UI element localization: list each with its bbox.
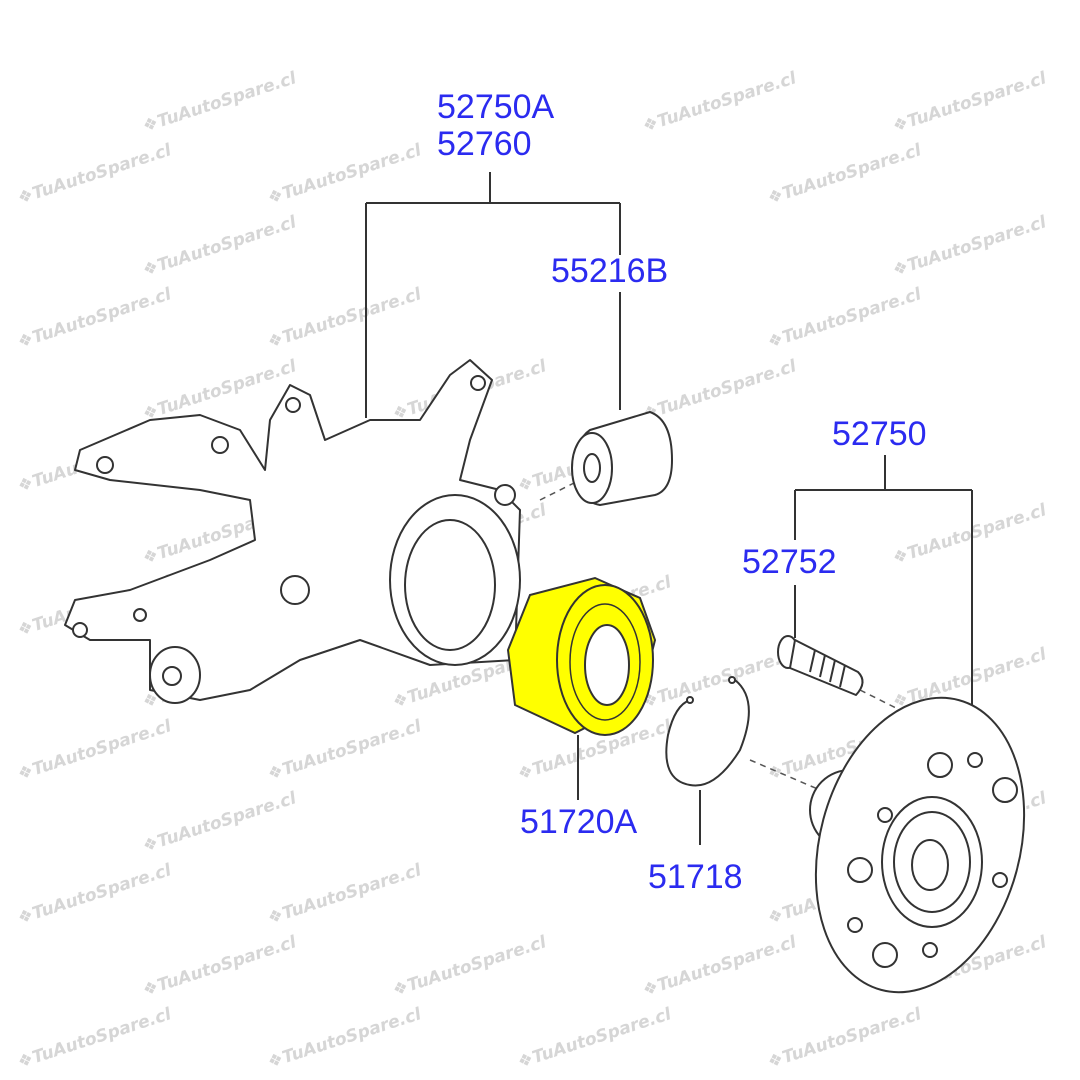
watermark-text: ❖TuAutoSpare.cl bbox=[15, 284, 174, 353]
watermark-text: ❖TuAutoSpare.cl bbox=[515, 1004, 674, 1073]
watermark-text: ❖TuAutoSpare.cl bbox=[15, 140, 174, 209]
watermark-text: ❖TuAutoSpare.cl bbox=[265, 140, 424, 209]
watermark-text: ❖TuAutoSpare.cl bbox=[640, 644, 799, 713]
watermark-text: ❖TuAutoSpare.cl bbox=[390, 932, 549, 1001]
watermark-text: ❖TuAutoSpare.cl bbox=[15, 860, 174, 929]
watermark-text: ❖TuAutoSpare.cl bbox=[140, 212, 299, 281]
watermark-text: ❖TuAutoSpare.cl bbox=[765, 140, 924, 209]
watermark-text: ❖TuAutoSpare.cl bbox=[890, 212, 1049, 281]
part-label-52750A[interactable]: 52750A bbox=[437, 88, 555, 126]
watermark-text: ❖TuAutoSpare.cl bbox=[140, 68, 299, 137]
snap-ring-drawing bbox=[665, 676, 750, 787]
watermark-text: ❖TuAutoSpare.cl bbox=[140, 932, 299, 1001]
part-label-52760[interactable]: 52760 bbox=[437, 125, 532, 163]
part-label-52750[interactable]: 52750 bbox=[832, 415, 927, 453]
wheel-bearing-drawing bbox=[506, 576, 657, 736]
part-label-51720A[interactable]: 51720A bbox=[520, 803, 638, 841]
watermark-text: ❖TuAutoSpare.cl bbox=[765, 1004, 924, 1073]
bushing-drawing bbox=[571, 411, 673, 506]
watermark-text: ❖TuAutoSpare.cl bbox=[15, 716, 174, 785]
watermark-text: ❖TuAutoSpare.cl bbox=[140, 788, 299, 857]
hub-drawing bbox=[809, 696, 1026, 994]
watermark-text: ❖TuAutoSpare.cl bbox=[640, 932, 799, 1001]
part-label-52752[interactable]: 52752 bbox=[742, 543, 837, 581]
watermark-text: ❖TuAutoSpare.cl bbox=[640, 68, 799, 137]
watermark-text: ❖TuAutoSpare.cl bbox=[265, 1004, 424, 1073]
watermark-text: ❖TuAutoSpare.cl bbox=[265, 860, 424, 929]
watermark-text: ❖TuAutoSpare.cl bbox=[890, 500, 1049, 569]
knuckle-drawing bbox=[64, 359, 521, 704]
watermark-text: ❖TuAutoSpare.cl bbox=[15, 1004, 174, 1073]
hub-bolt-drawing bbox=[777, 635, 864, 696]
watermark-text: ❖TuAutoSpare.cl bbox=[640, 356, 799, 425]
watermark-text: ❖TuAutoSpare.cl bbox=[765, 284, 924, 353]
watermark-text: ❖TuAutoSpare.cl bbox=[890, 68, 1049, 137]
part-label-55216B[interactable]: 55216B bbox=[551, 252, 668, 290]
part-label-51718[interactable]: 51718 bbox=[648, 858, 743, 896]
watermark-text: ❖TuAutoSpare.cl bbox=[265, 716, 424, 785]
watermark-text: ❖TuAutoSpare.cl bbox=[265, 284, 424, 353]
